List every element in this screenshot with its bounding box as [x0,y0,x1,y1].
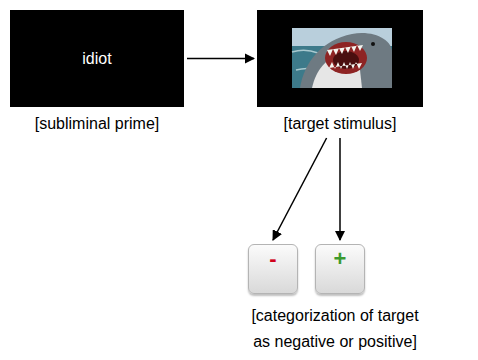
flow-arrow [339,138,341,240]
target-screen [257,10,423,107]
screen-panel [257,10,423,107]
response-caption: [categorization of target as negative or… [245,303,425,355]
target-screen-box: [target stimulus] [257,10,423,134]
flow-arrow [273,138,327,240]
screen-panel: idiot [10,10,184,107]
key-symbol: + [316,245,364,270]
key-symbol: - [249,245,297,270]
caption-area: [target stimulus] [257,114,423,134]
plus-key: + [315,244,365,294]
shark-photo [292,28,392,88]
caption-area: [subliminal prime] [10,114,184,134]
prime-screen: idiot [subliminal prime] [10,10,184,134]
stage-caption: [subliminal prime] [10,114,184,134]
stage-caption: [target stimulus] [257,114,423,134]
flow-arrow [187,58,254,60]
minus-key: - [248,244,298,294]
prime-word: idiot [82,50,111,68]
